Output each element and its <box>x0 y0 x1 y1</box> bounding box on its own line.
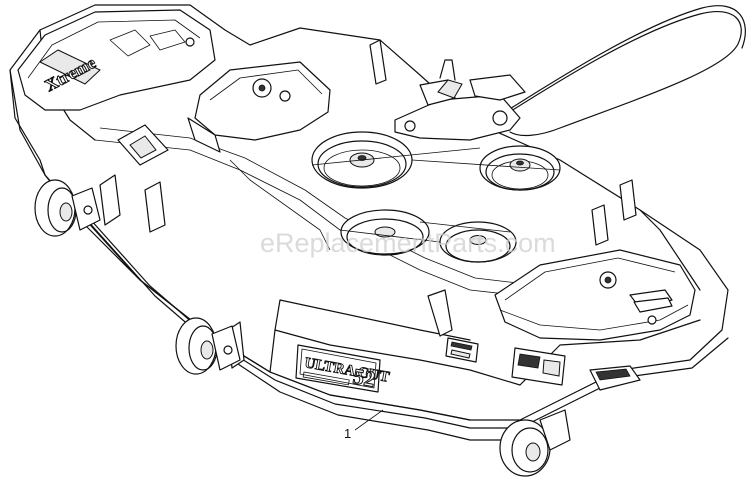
belt-path <box>311 147 561 243</box>
deck-model-label: 52 <box>351 363 377 391</box>
drive-belt <box>499 5 746 137</box>
idler-arm <box>394 59 526 141</box>
deck-badge: ULTRA CUT 52 <box>295 344 391 393</box>
callout-1: 1 <box>344 409 384 441</box>
center-spindle-cover <box>187 61 331 153</box>
left-belt-cover: Xtreme <box>17 9 216 111</box>
warning-decal-left <box>117 124 169 166</box>
anti-scalp-wheel-front <box>499 409 571 477</box>
callout-leader <box>354 409 384 431</box>
anti-scalp-wheel-mid-left <box>175 317 241 375</box>
info-decal-front <box>511 347 566 386</box>
callout-label: 1 <box>344 426 351 441</box>
idler-pulley <box>479 145 561 191</box>
warning-decal-front <box>445 337 479 363</box>
lower-pulley-right <box>439 221 517 263</box>
anti-scalp-wheel-rear-left <box>34 179 101 237</box>
logo-decal-front <box>589 365 641 391</box>
watermark: eReplacementParts.com <box>260 228 556 258</box>
right-spindle-cover <box>494 249 696 341</box>
